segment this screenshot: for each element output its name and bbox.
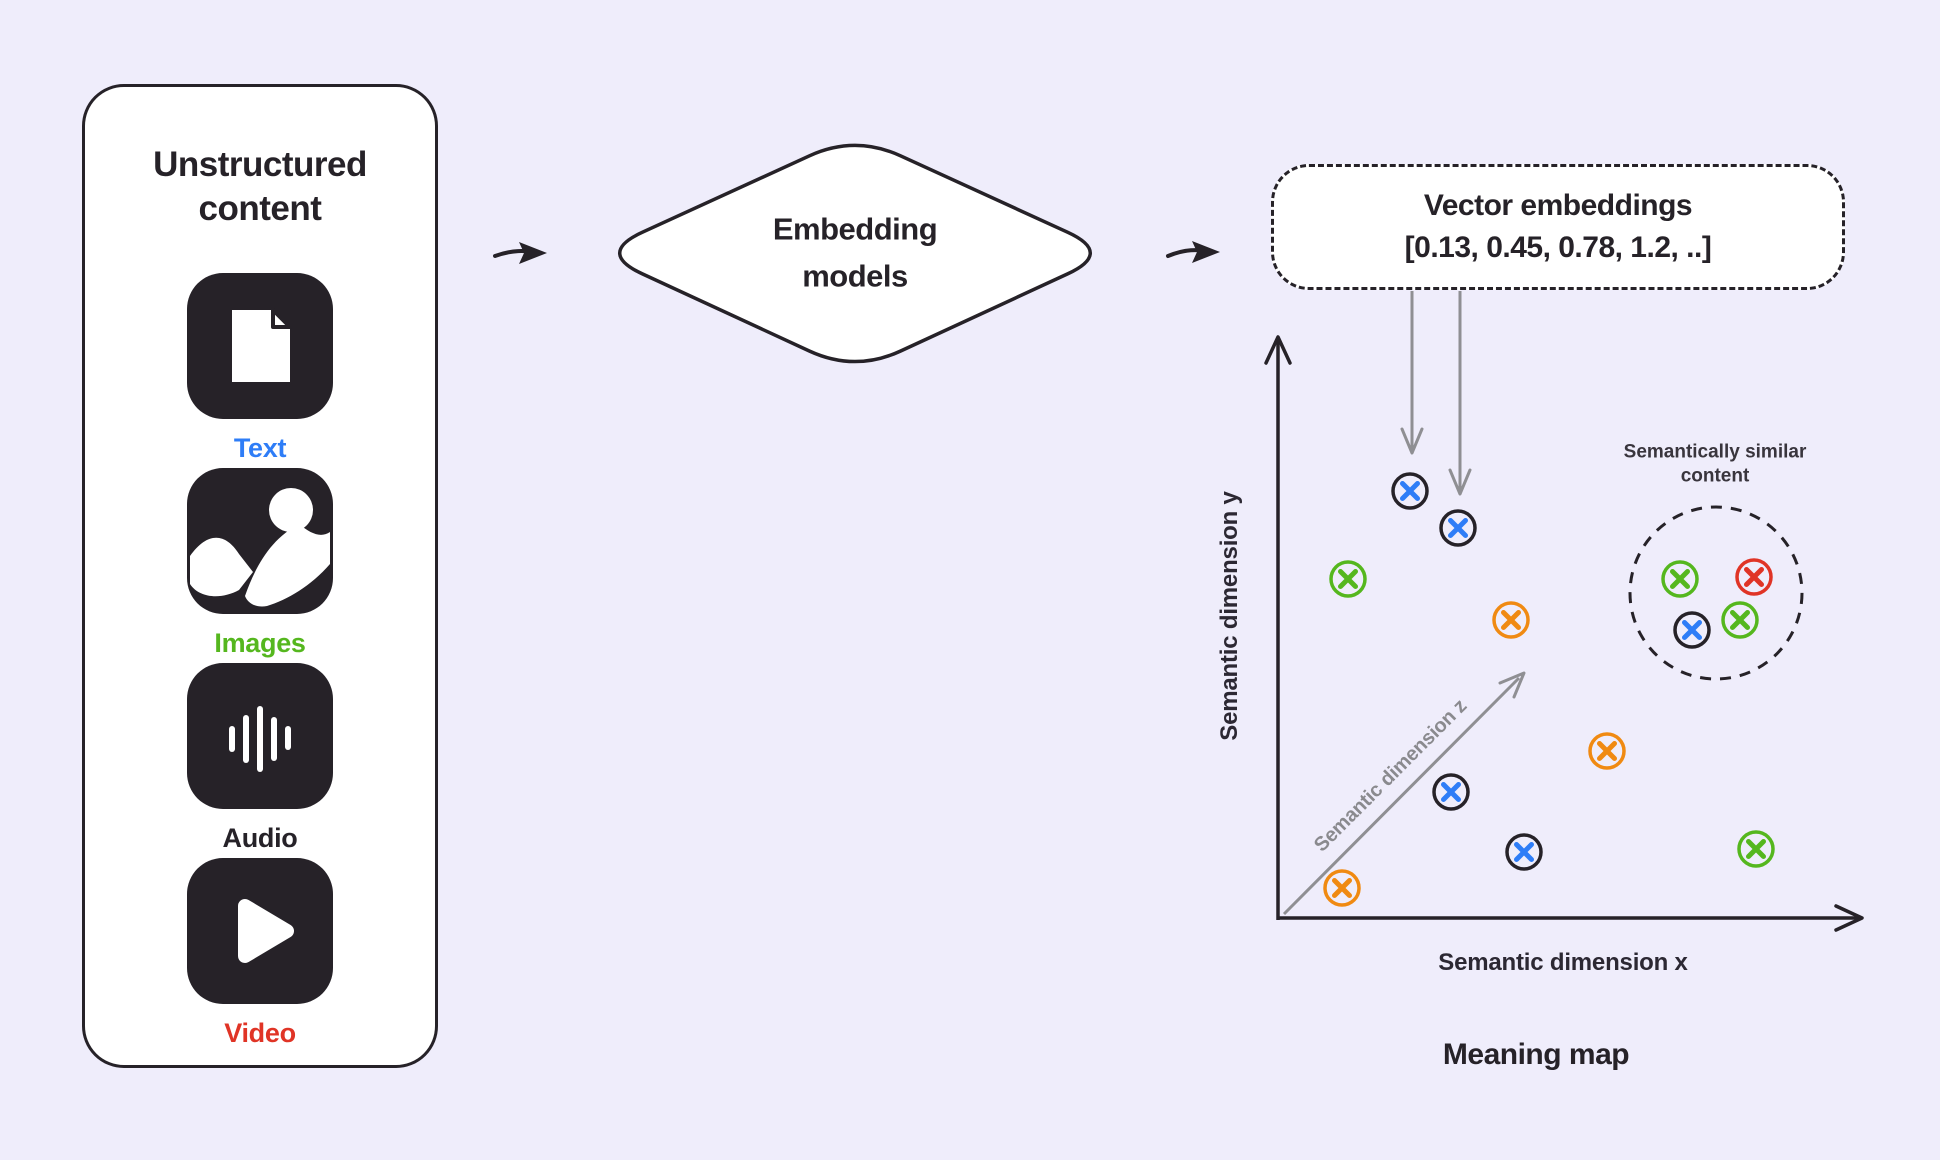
scatter-point-orange xyxy=(1492,601,1530,639)
document-icon xyxy=(187,273,333,419)
scatter-point-orange xyxy=(1588,732,1626,770)
scatter-point-blue xyxy=(1391,472,1429,510)
embedding-label-line2: models xyxy=(802,258,908,293)
scatter-point-green xyxy=(1329,560,1367,598)
scatter-point-blue xyxy=(1439,509,1477,547)
content-item-text: Text xyxy=(85,273,435,464)
scatter-point-blue xyxy=(1673,611,1711,649)
scatter-points xyxy=(1323,472,1775,907)
unstructured-content-box: Unstructured content Text Images xyxy=(82,84,438,1068)
arrow-box-to-diamond xyxy=(493,242,547,264)
content-label-audio: Audio xyxy=(222,823,298,853)
content-item-images: Images xyxy=(85,468,435,659)
similar-content-label: Semantically similar content xyxy=(1624,441,1807,490)
unstructured-title: Unstructured content xyxy=(85,143,435,231)
embedding-drop-arrow-1 xyxy=(1400,291,1424,455)
image-icon xyxy=(187,468,333,614)
content-label-images: Images xyxy=(214,628,306,658)
x-axis-label: Semantic dimension x xyxy=(1438,949,1688,976)
embedding-drop-arrow-2 xyxy=(1448,291,1472,496)
scatter-point-blue xyxy=(1505,833,1543,871)
content-label-text: Text xyxy=(233,433,287,463)
arrow-diamond-to-vectorbox xyxy=(1166,241,1220,263)
embedding-models-label: Embedding models xyxy=(772,207,938,300)
y-axis-label: Semantic dimension y xyxy=(1216,491,1243,741)
play-icon xyxy=(187,858,333,1004)
vector-box-title: Vector embeddings xyxy=(1423,189,1693,222)
scatter-point-orange xyxy=(1323,869,1361,907)
content-item-audio: Audio xyxy=(85,663,435,854)
y-axis xyxy=(1264,335,1292,920)
z-axis-label: Semantic dimension z xyxy=(1310,695,1472,857)
content-label-video: Video xyxy=(224,1018,296,1048)
vector-embeddings-box: Vector embeddings [0.13, 0.45, 0.78, 1.2… xyxy=(1271,164,1845,290)
vector-box-values: [0.13, 0.45, 0.78, 1.2, ..] xyxy=(1404,231,1712,264)
unstructured-title-line1: Unstructured xyxy=(153,145,367,184)
similar-content-cluster-circle xyxy=(1628,505,1804,681)
scatter-point-red xyxy=(1735,558,1773,596)
similar-content-label-line1: Semantically similar xyxy=(1623,441,1807,463)
content-item-video: Video xyxy=(85,858,435,1049)
scatter-point-green xyxy=(1737,830,1775,868)
scatter-point-green xyxy=(1721,601,1759,639)
scatter-point-blue xyxy=(1432,773,1470,811)
z-axis-arrow xyxy=(1282,671,1526,916)
unstructured-title-line2: content xyxy=(198,189,322,229)
scatter-point-green xyxy=(1661,560,1699,598)
similar-content-label-line2: content xyxy=(1680,466,1750,487)
embedding-label-line1: Embedding xyxy=(772,211,938,247)
x-axis xyxy=(1278,904,1864,932)
meaning-map-title: Meaning map xyxy=(1442,1038,1630,1071)
waveform-icon xyxy=(187,663,333,809)
